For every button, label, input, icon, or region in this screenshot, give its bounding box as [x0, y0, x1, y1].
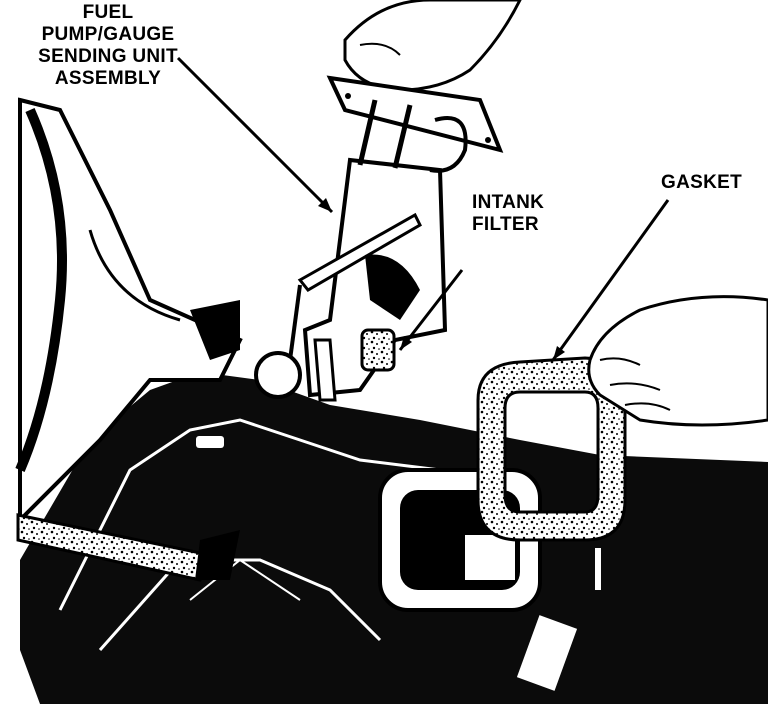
pump-sending-unit — [254, 75, 504, 402]
frame-rail — [15, 97, 243, 525]
intank-filter-arrowhead — [400, 336, 412, 350]
leader-lines — [176, 56, 670, 361]
floor-tab — [516, 615, 578, 691]
bracket-tab — [196, 436, 224, 448]
fuel-pump-label-line-4: ASSEMBLY — [54, 68, 162, 89]
fuel-pump-leader — [176, 56, 334, 214]
marker-bar — [595, 548, 601, 590]
intank-filter-leader — [398, 269, 464, 351]
gasket-arrowhead — [553, 346, 565, 360]
intank-filter-label-line-1: INTANK — [472, 192, 545, 213]
intank-filter-label: INTANK FILTER — [472, 192, 544, 236]
gasket-label-line-1: GASKET — [661, 172, 742, 193]
hand-top — [343, 0, 522, 92]
gasket-leader — [551, 199, 670, 361]
intank-filter-label-line-2: FILTER — [472, 214, 539, 235]
fuel-pump-label-line-1: FUEL — [82, 2, 134, 23]
fuel-pump-label-line-2: PUMP/GAUGE — [41, 24, 175, 45]
hand-right — [587, 295, 768, 427]
fuel-pump-arrowhead — [318, 198, 332, 212]
fuel-pump-label-line-3: SENDING UNIT — [38, 46, 178, 67]
fuel-line-hose — [16, 513, 240, 582]
fuel-pump-label: FUEL PUMP/GAUGE SENDING UNIT ASSEMBLY — [8, 2, 208, 90]
gasket-label: GASKET — [661, 172, 742, 194]
